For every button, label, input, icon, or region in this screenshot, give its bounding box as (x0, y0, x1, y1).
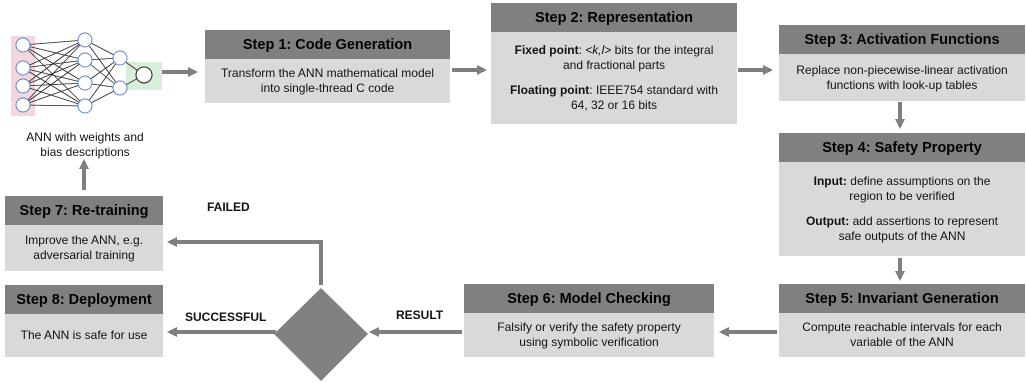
step4-input-text: Input: define assumptions on the region … (813, 174, 991, 203)
step3-body: Replace non-piecewise-linear activation … (779, 54, 1025, 101)
successful-label: SUCCESSFUL (185, 310, 267, 324)
arrow-decision-to-step7 (167, 237, 323, 285)
step7-header: Step 7: Re-training (5, 196, 163, 225)
step8-body: The ANN is safe for use (5, 314, 163, 357)
step1-body: Transform the ANN mathematical model int… (205, 59, 450, 103)
step8-header: Step 8: Deployment (5, 285, 163, 314)
failed-label: FAILED (207, 200, 250, 214)
step4-output-text: Output: add assertions to represent safe… (805, 214, 999, 243)
fixed-point-text: Fixed point: <k,l> bits for the integral… (514, 43, 714, 72)
step1-header: Step 1: Code Generation (205, 30, 450, 59)
step2-body: Fixed point: <k,l> bits for the integral… (491, 32, 737, 124)
neural-network-icon (11, 32, 162, 116)
step6-header: Step 6: Model Checking (464, 284, 714, 313)
step5-header: Step 5: Invariant Generation (779, 284, 1025, 313)
step3-header: Step 3: Activation Functions (779, 25, 1025, 54)
step5-body: Compute reachable intervals for each var… (779, 313, 1025, 357)
result-label: RESULT (396, 308, 444, 322)
decision-diamond (274, 288, 368, 381)
step4-body: Input: define assumptions on the region … (779, 162, 1025, 256)
step2-header: Step 2: Representation (491, 3, 737, 32)
step6-body: Falsify or verify the safety property us… (464, 313, 714, 357)
floating-point-text: Floating point: IEEE754 standard with 64… (509, 83, 719, 112)
neural-network-caption: ANN with weights and bias descriptions (26, 130, 144, 159)
step7-body: Improve the ANN, e.g. adversarial traini… (5, 225, 163, 271)
step4-header: Step 4: Safety Property (779, 133, 1025, 162)
